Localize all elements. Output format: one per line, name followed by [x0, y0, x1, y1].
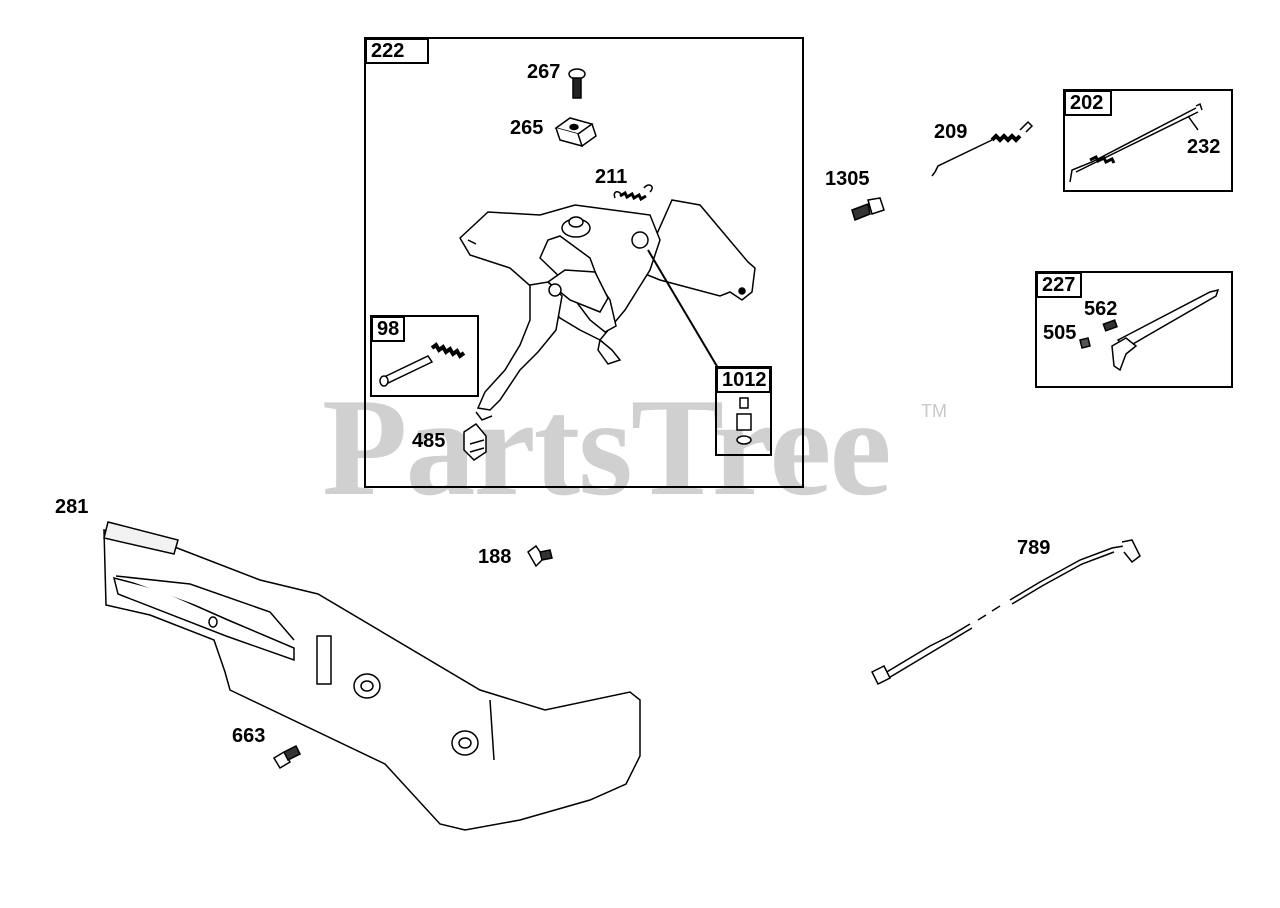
- part-227-lever: [1079, 288, 1220, 372]
- group-1012-tag: 1012: [716, 367, 771, 393]
- part-222-control-bracket: [459, 199, 756, 421]
- group-202-frame: [1063, 89, 1233, 192]
- watermark-logo: PartsTree: [322, 370, 892, 525]
- callout-265: 265: [510, 117, 544, 139]
- callout-562: 562: [1084, 298, 1118, 320]
- callout-267: 267: [527, 61, 561, 83]
- callout-211: 211: [595, 166, 628, 188]
- leader-1012: [647, 249, 719, 369]
- callout-281: 281: [55, 496, 89, 518]
- part-789-cable: [870, 539, 1141, 686]
- part-485-knob: [463, 423, 487, 461]
- callout-663: 663: [232, 725, 266, 747]
- watermark-trademark: TM: [921, 401, 947, 421]
- callout-505: 505: [1043, 322, 1077, 344]
- group-227-tag: 227: [1036, 272, 1082, 298]
- group-98-tag: 98: [371, 316, 405, 342]
- part-98-pin-spring: [379, 342, 466, 387]
- group-98-frame: [370, 315, 479, 397]
- group-202-tag: 202: [1064, 90, 1112, 116]
- part-209-spring: [931, 120, 1034, 177]
- callout-232: 232: [1187, 136, 1221, 158]
- part-281-shroud: [103, 521, 641, 831]
- group-222-frame: [364, 37, 804, 488]
- part-1305-bolt: [851, 197, 885, 222]
- callout-789: 789: [1017, 537, 1051, 559]
- callout-1305: 1305: [825, 168, 870, 190]
- part-188-bolt: [527, 544, 553, 568]
- group-222-tag: 222: [365, 38, 429, 64]
- callout-485: 485: [412, 430, 446, 452]
- callout-209: 209: [934, 121, 968, 143]
- part-663-bolt: [272, 744, 302, 770]
- group-227-frame: [1035, 271, 1233, 388]
- part-267-screw: [568, 68, 586, 99]
- part-265-clip: [554, 117, 597, 148]
- part-1012-nut: [736, 397, 752, 445]
- callout-188: 188: [478, 546, 512, 568]
- part-211-spring: [613, 184, 653, 202]
- part-202-rod: [1069, 102, 1203, 183]
